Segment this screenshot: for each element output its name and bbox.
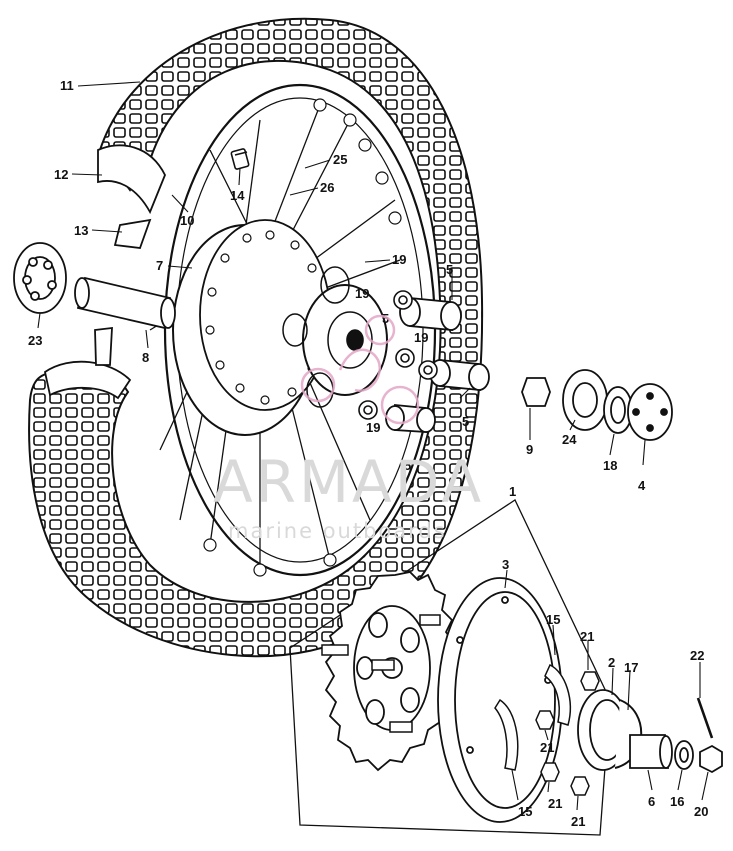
callout-13: 13 — [74, 223, 88, 238]
rim-band-lower — [94, 326, 113, 366]
lock-tabs — [494, 663, 572, 771]
callout-26: 26 — [320, 180, 334, 195]
callout-19-d: 19 — [366, 420, 380, 435]
callout-18: 18 — [603, 458, 617, 473]
callout-20: 20 — [694, 804, 708, 819]
damper-collars — [358, 290, 438, 420]
damper-rubbers — [385, 297, 490, 433]
leader-lines — [37, 81, 709, 811]
spoke-nipples — [203, 98, 402, 577]
callout-19-c: 19 — [414, 330, 428, 345]
sprocket-studs — [321, 614, 441, 733]
callout-16: 16 — [670, 794, 684, 809]
callout-23: 23 — [28, 333, 42, 348]
tire — [28, 17, 484, 658]
inner-tube-lower — [43, 360, 132, 400]
callout-4: 4 — [638, 478, 646, 493]
callout-5-a: 5 — [446, 262, 453, 277]
retainer-4 — [627, 383, 673, 441]
callout-6: 6 — [648, 794, 655, 809]
right-side-bearing-set — [521, 369, 673, 441]
callout-11: 11 — [60, 78, 74, 93]
spacer-9 — [521, 377, 551, 407]
wheel-assembly — [28, 17, 484, 658]
watermark-title: ARMADA — [213, 448, 484, 516]
bearing-23 — [13, 242, 67, 314]
callout-21-c: 21 — [548, 796, 562, 811]
callout-22: 22 — [690, 648, 704, 663]
nuts-21 — [535, 671, 600, 796]
callout-21-b: 21 — [540, 740, 554, 755]
tube-flap — [43, 144, 166, 400]
inner-tube-upper — [97, 144, 166, 215]
damper-hole — [320, 266, 350, 304]
callout-9: 9 — [526, 442, 533, 457]
callout-5-d: 5 — [404, 458, 411, 473]
watermark: ARMADA marine outboards — [213, 314, 484, 543]
watermark-subtitle: marine outboards — [228, 519, 447, 543]
callout-1: 1 — [509, 484, 516, 499]
callout-8: 8 — [142, 350, 149, 365]
callout-15-a: 15 — [546, 612, 560, 627]
callout-3: 3 — [502, 557, 509, 572]
callout-10: 10 — [180, 213, 194, 228]
callout-17: 17 — [624, 660, 638, 675]
callout-19-a: 19 — [392, 252, 406, 267]
callout-19-b: 19 — [355, 286, 369, 301]
callout-7: 7 — [156, 258, 163, 273]
callout-5-c: 5 — [462, 414, 469, 429]
rim — [163, 83, 437, 577]
sprocket-hub-parts — [629, 697, 723, 774]
callout-21-a: 21 — [580, 629, 594, 644]
watermark-logo — [300, 314, 420, 425]
callout-12: 12 — [54, 167, 68, 182]
callout-15-b: 15 — [518, 804, 532, 819]
callout-21-d: 21 — [571, 814, 585, 829]
callout-2: 2 — [608, 655, 615, 670]
callout-14: 14 — [230, 188, 245, 203]
rim-band — [113, 218, 152, 249]
callout-24: 24 — [562, 432, 577, 447]
callout-25: 25 — [333, 152, 347, 167]
axle-sleeve — [74, 276, 176, 330]
valve-cap — [230, 148, 250, 170]
callout-labels: 11 12 13 10 14 25 26 7 23 8 19 19 19 19 … — [28, 78, 708, 829]
